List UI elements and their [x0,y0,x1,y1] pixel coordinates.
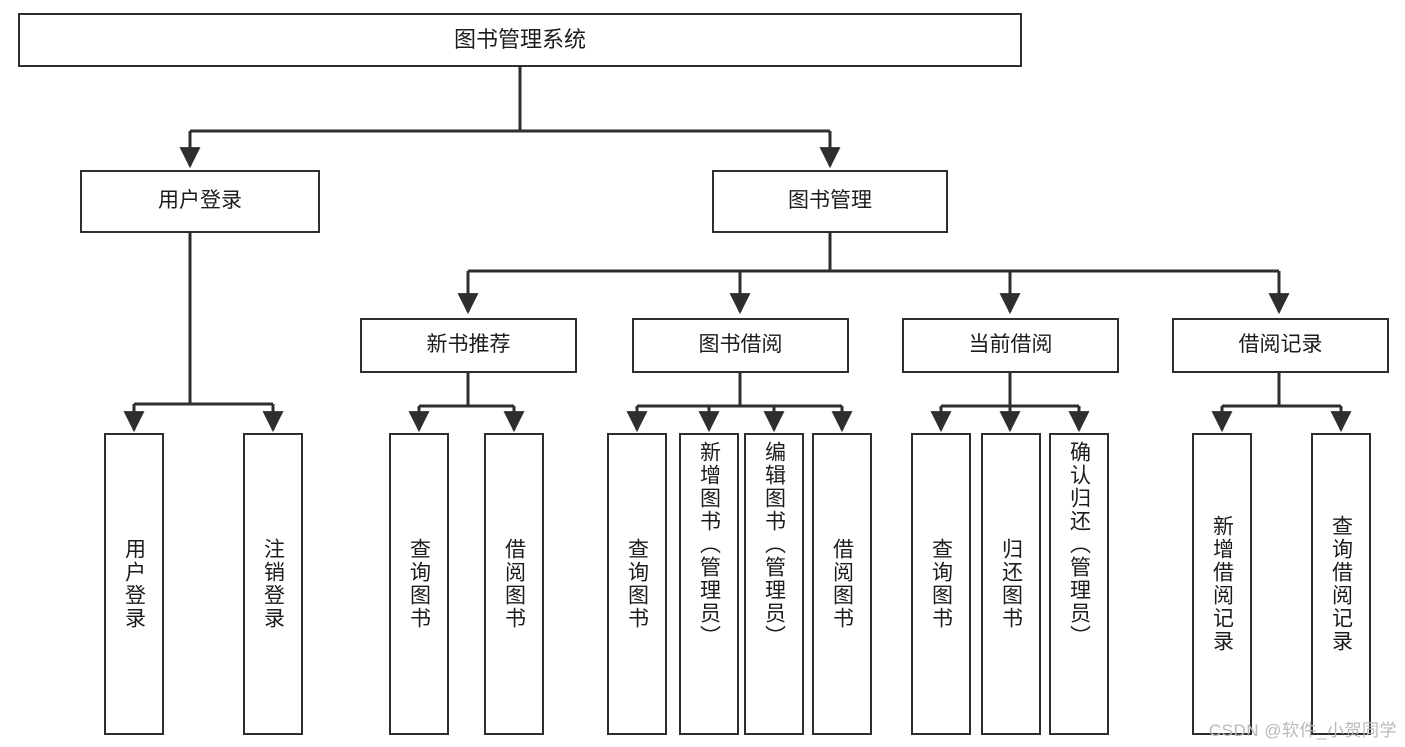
leaf-current-borrow-confirm-return[interactable]: 确认归还（管理员） [1049,433,1109,735]
node-label: 图书管理 [788,189,872,213]
leaf-user-login-signin[interactable]: 用户登录 [104,433,164,735]
leaf-new-book-borrow-book[interactable]: 借阅图书 [484,433,544,735]
leaf-user-login-signout[interactable]: 注销登录 [243,433,303,735]
node-current-borrow[interactable]: 当前借阅 [902,318,1119,373]
leaf-current-borrow-return-book[interactable]: 归还图书 [981,433,1041,735]
node-user-login[interactable]: 用户登录 [80,170,320,233]
node-label: 查询图书 [929,538,953,630]
node-root-system[interactable]: 图书管理系统 [18,13,1022,67]
node-book-management[interactable]: 图书管理 [712,170,948,233]
node-label: 借阅记录 [1238,333,1323,357]
leaf-borrow-record-query-record[interactable]: 查询借阅记录 [1311,433,1371,735]
leaf-book-borrow-edit-book[interactable]: 编辑图书（管理员） [744,433,804,735]
node-label: 确认归还（管理员） [1067,441,1091,648]
leaf-current-borrow-query-book[interactable]: 查询图书 [911,433,971,735]
leaf-book-borrow-query-book[interactable]: 查询图书 [607,433,667,735]
node-book-borrow[interactable]: 图书借阅 [632,318,849,373]
leaf-borrow-record-add-record[interactable]: 新增借阅记录 [1192,433,1252,735]
node-label: 新书推荐 [426,333,511,357]
node-label: 图书借阅 [698,333,783,357]
node-label: 用户登录 [122,538,146,630]
node-label: 借阅图书 [502,538,526,630]
leaf-book-borrow-add-book[interactable]: 新增图书（管理员） [679,433,739,735]
csdn-watermark: CSDN @软件_小贺同学 [1208,721,1397,740]
node-label: 查询借阅记录 [1329,515,1353,653]
leaf-new-book-query-book[interactable]: 查询图书 [389,433,449,735]
node-label: 归还图书 [999,538,1023,630]
node-label: 编辑图书（管理员） [762,441,786,648]
leaf-book-borrow-borrow-book[interactable]: 借阅图书 [812,433,872,735]
node-label: 用户登录 [158,189,242,213]
node-label: 查询图书 [407,538,431,630]
node-label: 借阅图书 [830,538,854,630]
node-label: 图书管理系统 [453,27,586,53]
node-label: 新增借阅记录 [1210,515,1234,653]
node-label: 查询图书 [625,538,649,630]
node-label: 注销登录 [261,538,285,630]
node-new-book-recommend[interactable]: 新书推荐 [360,318,577,373]
node-label: 当前借阅 [968,333,1053,357]
node-label: 新增图书（管理员） [697,441,721,648]
node-borrow-record[interactable]: 借阅记录 [1172,318,1389,373]
